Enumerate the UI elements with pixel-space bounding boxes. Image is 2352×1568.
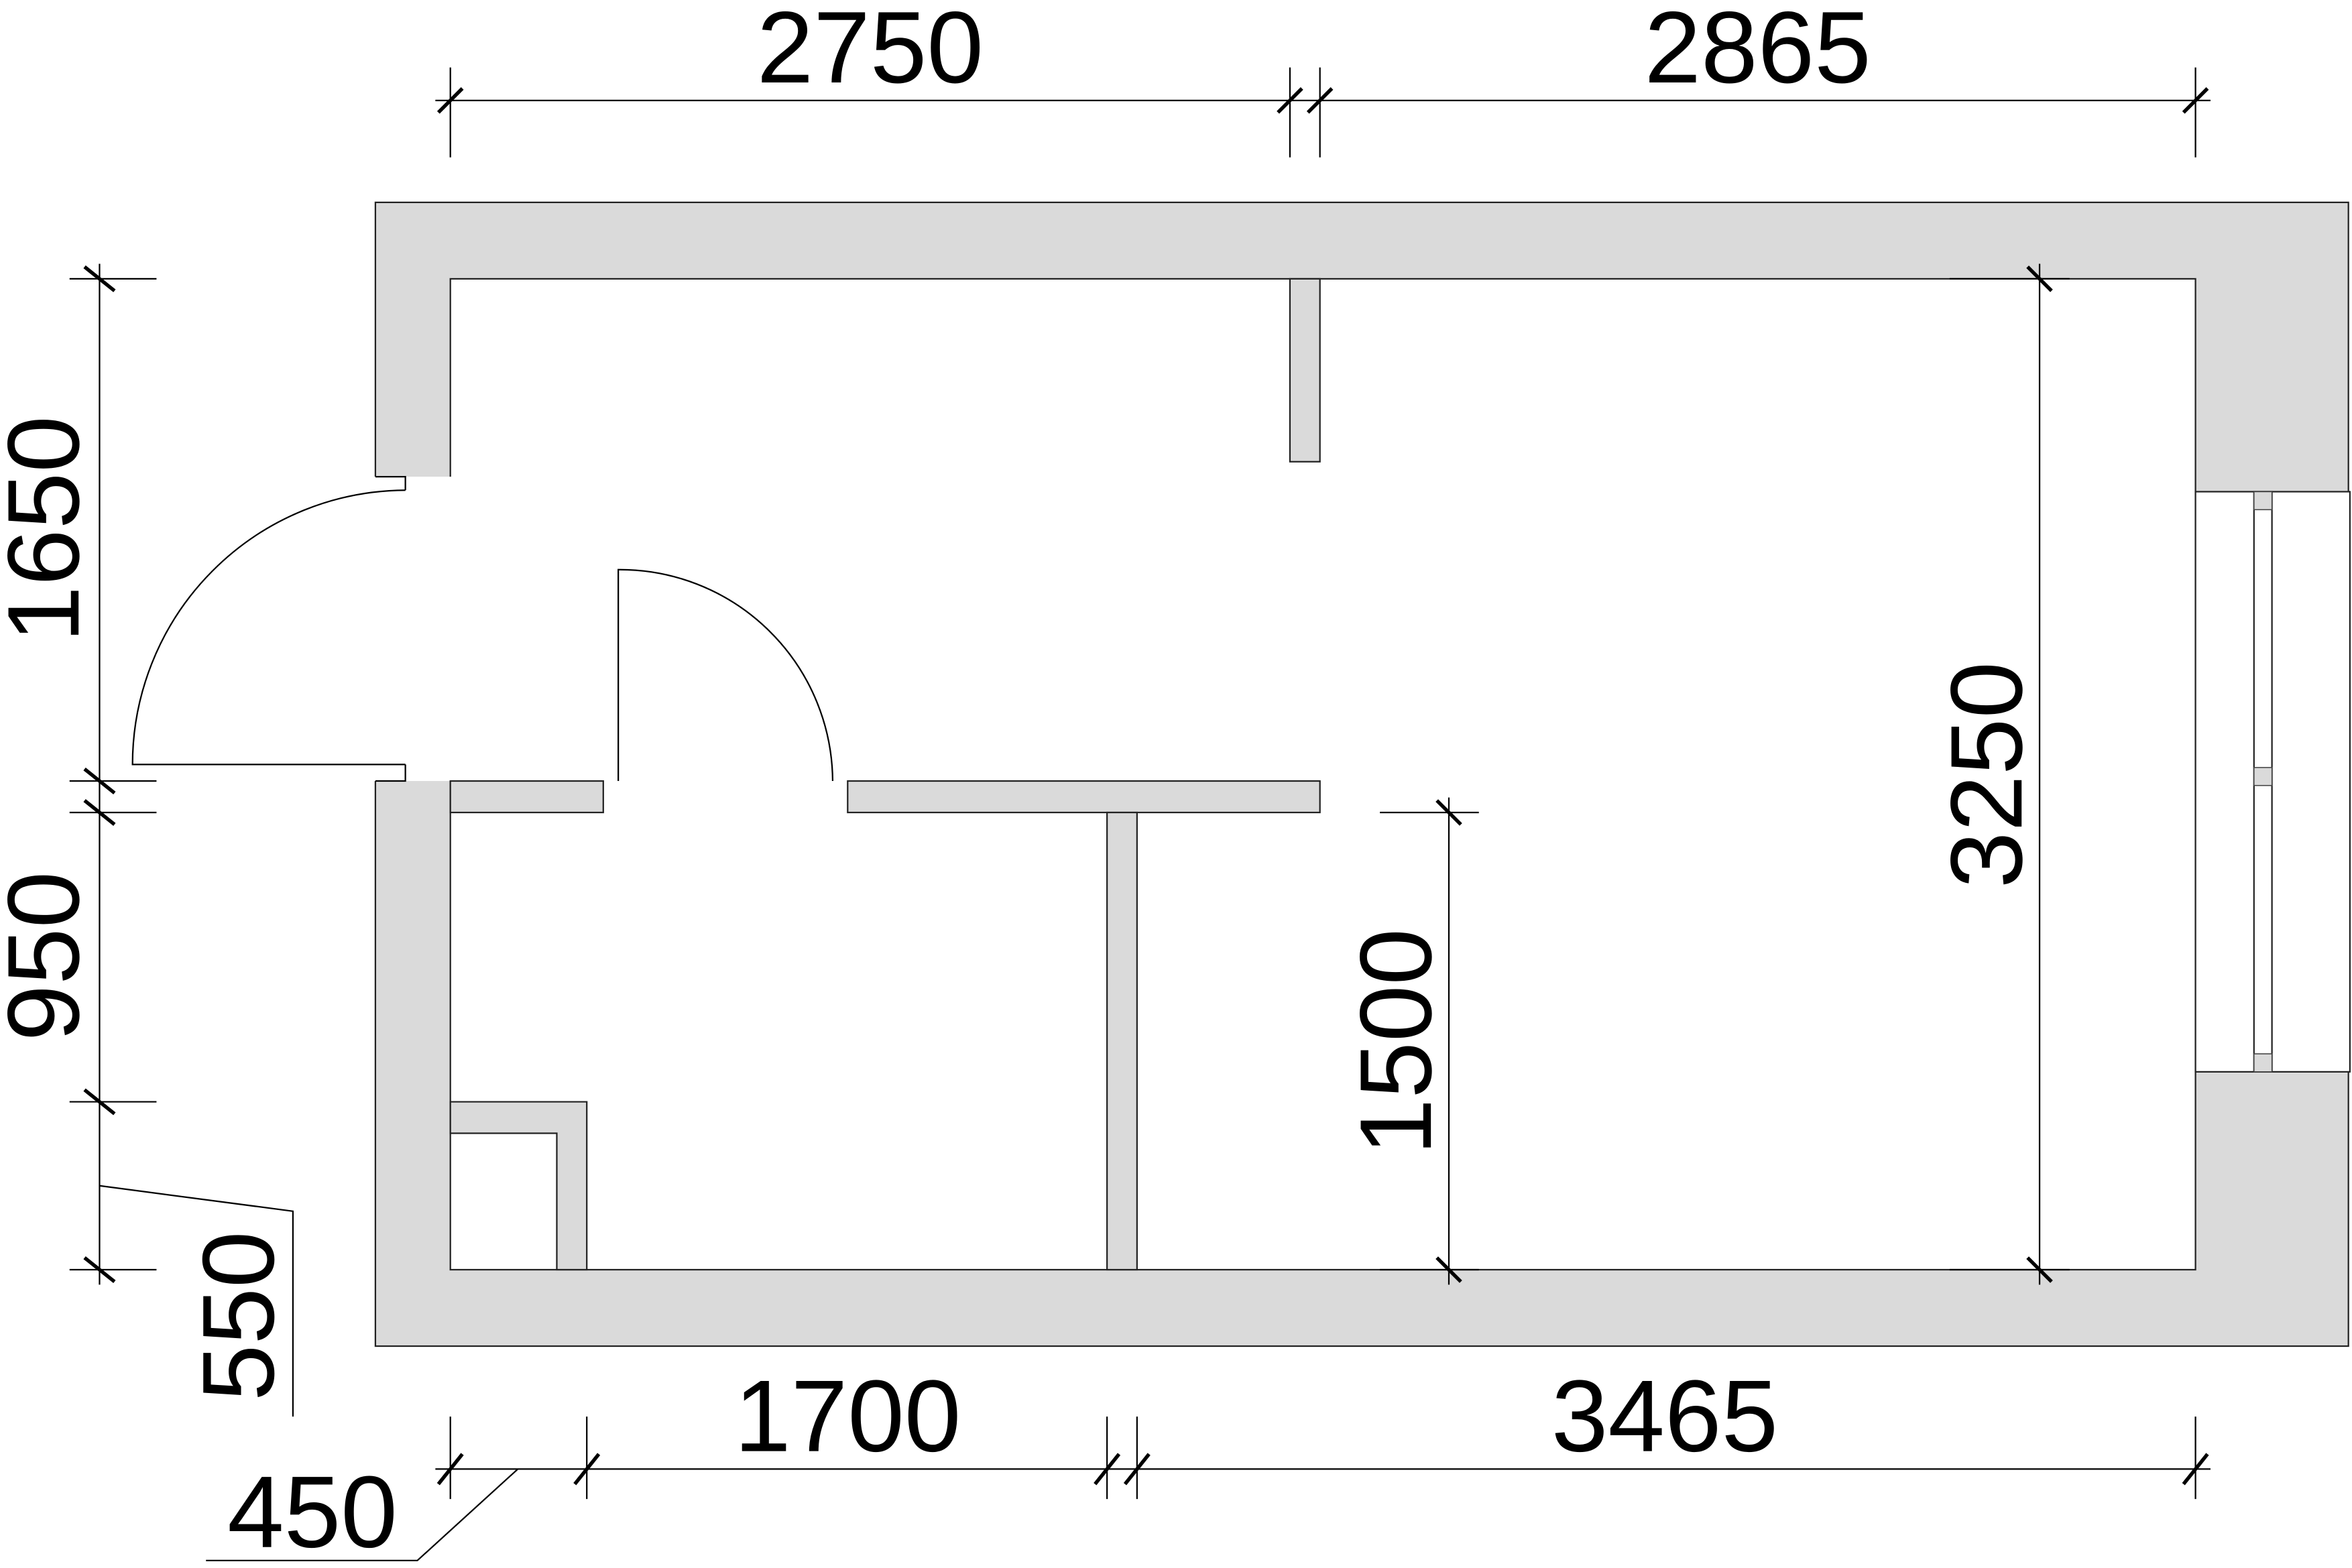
dim-top-right: 2865 — [1644, 0, 1871, 105]
partition-horizontal-right — [847, 780, 1321, 814]
dimension-lines — [69, 67, 2211, 1561]
walls — [373, 201, 2351, 1347]
window — [2253, 491, 2273, 1073]
interior-door-swing — [618, 568, 834, 782]
dim-bottom-middle: 1700 — [734, 1360, 961, 1473]
dim-bottom-right: 3465 — [1551, 1360, 1778, 1473]
partition-vertical — [1106, 811, 1138, 1271]
window-opening — [2194, 491, 2351, 1073]
entrance-opening — [373, 477, 452, 782]
dimension-labels: 2750 2865 1650 950 550 450 1700 3465 325… — [0, 0, 2044, 1568]
dim-bottom-small: 450 — [227, 1455, 398, 1568]
leader-550 — [99, 1185, 294, 1417]
dim-left-lower: 550 — [182, 1231, 296, 1401]
entrance-door-swing — [131, 489, 406, 766]
partition-l-shape — [449, 1101, 588, 1271]
dim-left-upper: 1650 — [0, 416, 101, 642]
leader-450 — [206, 1468, 519, 1561]
dim-partition-height: 1500 — [1339, 928, 1453, 1155]
interior-space — [449, 278, 2196, 1271]
partition-stub-top — [1289, 278, 1321, 463]
doors — [131, 489, 834, 782]
partition-horizontal-left — [449, 780, 604, 814]
dim-top-left: 2750 — [757, 0, 984, 105]
dim-room-height: 3250 — [1930, 662, 2044, 888]
dim-left-middle: 950 — [0, 871, 101, 1042]
